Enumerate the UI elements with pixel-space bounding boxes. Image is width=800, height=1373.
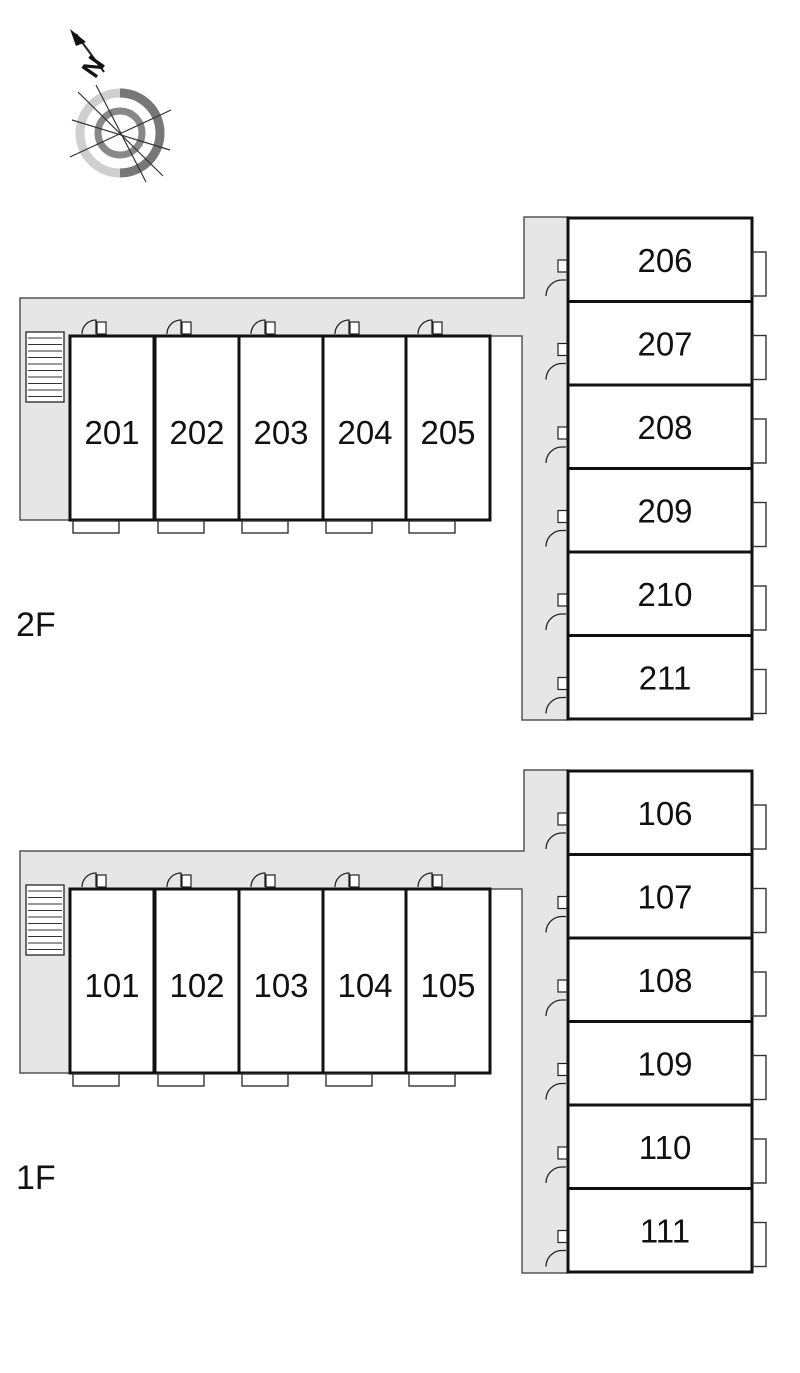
unit-209[interactable]: 209 bbox=[545, 467, 767, 554]
floor-1f: 101 102 103 104 105 106 107 108 109 110 111 1F bbox=[16, 769, 767, 1274]
unit-label: 205 bbox=[420, 414, 475, 451]
door-icon bbox=[417, 319, 433, 335]
unit-label: 208 bbox=[637, 409, 692, 446]
balcony bbox=[72, 520, 120, 534]
unit-label: 108 bbox=[637, 962, 692, 999]
door-icon bbox=[545, 1082, 566, 1100]
compass-rose-icon: N bbox=[69, 29, 172, 183]
unit-label: 209 bbox=[637, 493, 692, 530]
balcony bbox=[752, 887, 767, 934]
compass-north-label: N bbox=[75, 50, 110, 83]
door-icon bbox=[81, 872, 97, 888]
door-icon bbox=[545, 529, 566, 547]
unit-label: 104 bbox=[337, 967, 392, 1004]
unit-206[interactable]: 206 bbox=[545, 216, 767, 303]
balcony bbox=[752, 668, 767, 715]
balcony bbox=[157, 1073, 205, 1087]
door-icon bbox=[545, 1166, 566, 1184]
door-icon bbox=[545, 1249, 566, 1267]
door-icon bbox=[545, 446, 566, 464]
balcony bbox=[72, 1073, 120, 1087]
balcony bbox=[752, 1054, 767, 1101]
unit-106[interactable]: 106 bbox=[545, 769, 767, 856]
unit-label: 203 bbox=[253, 414, 308, 451]
balcony bbox=[325, 520, 373, 534]
balcony bbox=[157, 520, 205, 534]
balcony bbox=[325, 1073, 373, 1087]
unit-208[interactable]: 208 bbox=[545, 383, 767, 470]
door-icon bbox=[250, 872, 266, 888]
balcony bbox=[752, 334, 767, 381]
unit-110[interactable]: 110 bbox=[545, 1103, 767, 1190]
balcony bbox=[752, 251, 767, 297]
balcony bbox=[752, 971, 767, 1017]
unit-label: 111 bbox=[640, 1213, 690, 1250]
unit-109[interactable]: 109 bbox=[545, 1020, 767, 1107]
floor-2f: 201 202 203 204 205 206 207 208 209 210 211 2F bbox=[16, 216, 767, 721]
door-icon bbox=[166, 319, 182, 335]
door-icon bbox=[545, 279, 566, 297]
unit-label: 211 bbox=[639, 660, 692, 697]
unit-103[interactable]: 103 bbox=[237, 872, 325, 1087]
balcony bbox=[752, 1138, 767, 1184]
unit-202[interactable]: 202 bbox=[153, 319, 241, 534]
door-icon bbox=[545, 915, 566, 933]
door-icon bbox=[545, 696, 566, 714]
balcony bbox=[752, 585, 767, 631]
unit-108[interactable]: 108 bbox=[545, 936, 767, 1023]
balcony bbox=[752, 804, 767, 850]
door-icon bbox=[334, 872, 350, 888]
unit-label: 106 bbox=[637, 795, 692, 832]
door-icon bbox=[166, 872, 182, 888]
door-icon bbox=[334, 319, 350, 335]
unit-111[interactable]: 111 bbox=[545, 1187, 767, 1274]
balcony bbox=[752, 418, 767, 464]
unit-201[interactable]: 201 bbox=[68, 319, 156, 534]
unit-label: 204 bbox=[337, 414, 392, 451]
balcony bbox=[241, 1073, 289, 1087]
unit-101[interactable]: 101 bbox=[68, 872, 156, 1087]
unit-label: 107 bbox=[637, 879, 692, 916]
unit-label: 110 bbox=[639, 1129, 692, 1166]
door-icon bbox=[250, 319, 266, 335]
unit-107[interactable]: 107 bbox=[545, 853, 767, 940]
unit-label: 109 bbox=[637, 1046, 692, 1083]
balcony bbox=[408, 1073, 456, 1087]
unit-label: 102 bbox=[169, 967, 224, 1004]
unit-label: 206 bbox=[637, 242, 692, 279]
door-icon bbox=[545, 832, 566, 850]
door-icon bbox=[81, 319, 97, 335]
door-icon bbox=[545, 613, 566, 631]
unit-label: 101 bbox=[84, 967, 139, 1004]
stairs bbox=[25, 331, 65, 403]
unit-105[interactable]: 105 bbox=[404, 872, 492, 1087]
unit-label: 103 bbox=[253, 967, 308, 1004]
unit-207[interactable]: 207 bbox=[545, 300, 767, 387]
floor-label: 1F bbox=[16, 1159, 56, 1197]
unit-104[interactable]: 104 bbox=[321, 872, 409, 1087]
unit-203[interactable]: 203 bbox=[237, 319, 325, 534]
unit-label: 210 bbox=[637, 576, 692, 613]
stairs bbox=[25, 884, 65, 956]
unit-210[interactable]: 210 bbox=[545, 550, 767, 637]
unit-label: 105 bbox=[420, 967, 475, 1004]
unit-label: 207 bbox=[637, 326, 692, 363]
door-icon bbox=[545, 999, 566, 1017]
unit-label: 201 bbox=[84, 414, 139, 451]
door-icon bbox=[545, 362, 566, 380]
balcony bbox=[408, 520, 456, 534]
balcony bbox=[752, 1221, 767, 1268]
unit-211[interactable]: 211 bbox=[545, 634, 767, 721]
unit-204[interactable]: 204 bbox=[321, 319, 409, 534]
unit-102[interactable]: 102 bbox=[153, 872, 241, 1087]
door-icon bbox=[417, 872, 433, 888]
unit-205[interactable]: 205 bbox=[404, 319, 492, 534]
balcony bbox=[241, 520, 289, 534]
floor-label: 2F bbox=[16, 606, 56, 644]
balcony bbox=[752, 501, 767, 548]
unit-label: 202 bbox=[169, 414, 224, 451]
